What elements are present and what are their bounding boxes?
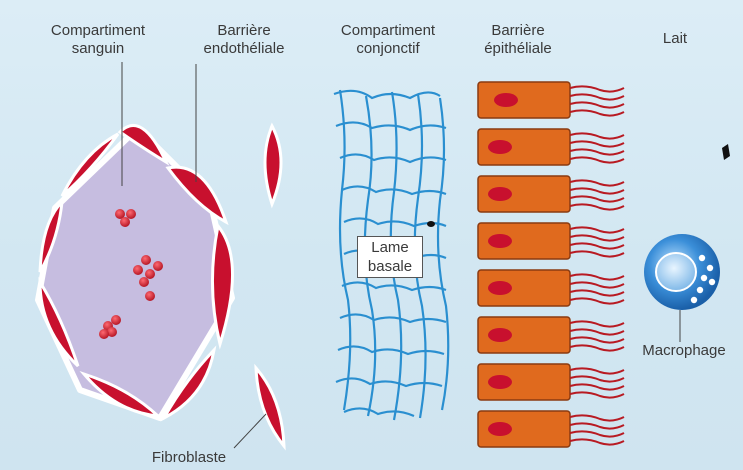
label-line: Barrière — [185, 22, 303, 40]
epithelial-cell — [478, 411, 624, 447]
label-line: Compartiment — [323, 22, 453, 40]
label-milk: Lait — [650, 30, 700, 48]
label-line: Compartiment — [38, 22, 158, 40]
epithelial-cell — [478, 176, 624, 212]
fibroblast-bottom — [256, 368, 284, 446]
label-blood-compartment: Compartiment sanguin — [38, 22, 158, 58]
epithelial-cell — [478, 129, 624, 165]
label-connective-compartment: Compartiment conjonctif — [323, 22, 453, 58]
label-epithelial-barrier: Barrière épithéliale — [468, 22, 568, 58]
label-basal-lamina: Lame basale — [357, 236, 423, 278]
fibroblasts — [256, 126, 284, 446]
label-line: épithéliale — [468, 40, 568, 58]
epithelial-cells — [478, 82, 624, 447]
label-line: Lame — [358, 238, 422, 257]
mesh-dark-spot — [427, 221, 435, 227]
epithelial-cell — [478, 270, 624, 306]
label-line: endothéliale — [185, 40, 303, 58]
label-macrophage: Macrophage — [628, 342, 740, 360]
epithelial-cell — [478, 223, 624, 259]
epithelial-cell — [478, 364, 624, 400]
epithelial-cell — [478, 82, 624, 118]
endothelial-cell — [212, 226, 232, 344]
label-line: conjonctif — [323, 40, 453, 58]
epithelial-cell — [478, 317, 624, 353]
macrophage-cell — [644, 234, 720, 310]
label-line: sanguin — [38, 40, 158, 58]
milk-speck — [722, 144, 730, 160]
label-fibroblast: Fibroblaste — [139, 449, 239, 467]
label-line: basale — [358, 257, 422, 276]
label-endothelial-barrier: Barrière endothéliale — [185, 22, 303, 58]
fibroblast-top — [265, 126, 281, 204]
label-line: Barrière — [468, 22, 568, 40]
